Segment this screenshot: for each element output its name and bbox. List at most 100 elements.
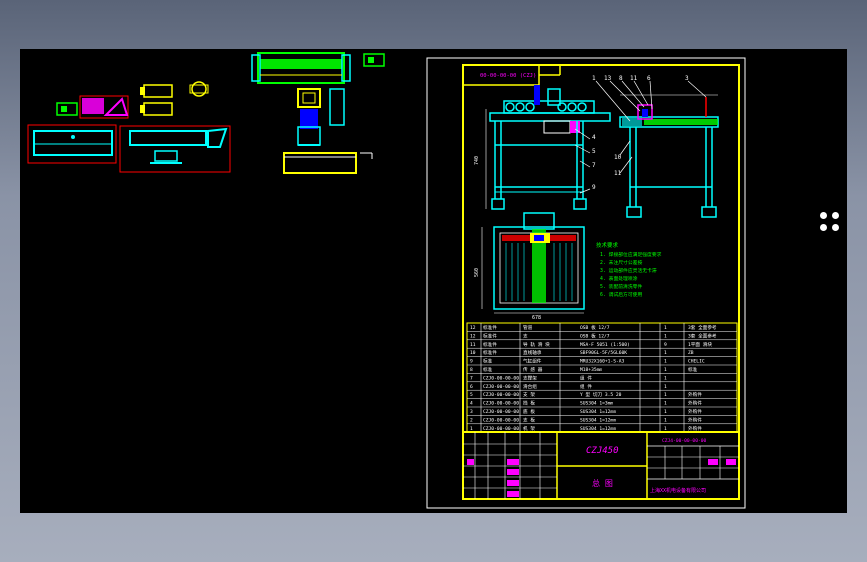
bom-cell-name: 气缸组件 [523, 358, 542, 365]
bom-cell-name: 滑台组 [523, 383, 537, 390]
bom-cell-name: 支 [523, 332, 528, 339]
notes-heading: 技术要求 [596, 241, 619, 249]
part-conveyor-topview [251, 52, 385, 84]
bom-cell-qty: 1 [664, 409, 667, 415]
bom-cell-qty: 1 [664, 384, 667, 390]
bom-cell-spec: MSA-F 5051 (1:500) [580, 342, 630, 348]
bom-cell-spec: Y 型 切刀 3.5 20 [580, 391, 622, 398]
bom-cell-code: 标准件 [483, 341, 497, 348]
bom-cell-spec: OSB 板 12/7 [580, 324, 610, 331]
bom-cell-code: CZJ0-00-00-00 [483, 409, 519, 415]
bom-cell-note: 3套 全面参考 [688, 324, 717, 331]
bom-cell-qty: 1 [664, 392, 667, 398]
part-yellow-brackets [140, 81, 209, 116]
bom-cell-no: 1 [470, 426, 473, 432]
bom-cell-note: 外购件 [688, 391, 702, 398]
bom-cell-spec: SBF90GL-5F/5GL60K [580, 350, 627, 356]
bom-cell-note: 外购件 [688, 408, 702, 415]
bom-cell-no: 10 [470, 350, 476, 356]
bom-cell-name: 传 感 器 [523, 366, 543, 373]
bom-cell-code: CZJ0-00-00-00 [483, 392, 519, 398]
bom-cell-spec: MRU32X160+1-S-A3 [580, 359, 624, 365]
balloon-label: 7 [592, 162, 596, 169]
bom-cell-qty: 1 [664, 325, 667, 331]
bom-cell-qty: 1 [664, 350, 667, 356]
title-model: CZJ450 [586, 446, 619, 456]
cad-drawing-viewport[interactable]: 00-00-00-00 (CZJ) 7 [20, 49, 847, 513]
title-company: 上海XX机电设备有限公司 [650, 487, 706, 494]
bom-cell-spec: SUS304 1=3mm [580, 401, 613, 407]
cad-canvas[interactable]: 00-00-00-00 (CZJ) 7 [20, 49, 847, 513]
note-line: 6. 调试后方可使用 [600, 291, 642, 298]
part-magenta-blocks [79, 95, 129, 119]
bom-cell-no: 6 [470, 384, 473, 390]
bom-cell-qty: 1 [664, 426, 667, 432]
bom-cell-no: 7 [470, 375, 473, 381]
bom-cell-code: 标准件 [483, 332, 497, 339]
title-block: CZJ450 总 图 CZJ4-00-00-00-00 上海XX机电设备有限公司 [462, 431, 740, 500]
balloon-leaders [574, 80, 707, 194]
bom-cell-code: CZJ0-00-00-00 [483, 417, 519, 423]
navigation-wheel-icon[interactable] [820, 212, 842, 234]
bom-cell-spec: SUS304 1=12mm [580, 426, 616, 432]
side-view [619, 94, 719, 218]
balloon-label: 11 [630, 75, 638, 82]
bom-cell-qty: 1 [664, 333, 667, 339]
dim-width-plan: 678 [532, 315, 541, 321]
dim-height: 740 [474, 156, 480, 165]
bom-cell-note: 外购件 [688, 416, 702, 423]
front-view: 740 [474, 85, 611, 210]
bom-cell-name: 导 轨 滑 块 [523, 341, 550, 348]
bom-cell-no: 5 [470, 392, 473, 398]
bom-cell-code: 标准件 [483, 349, 497, 356]
balloon-label: 10 [614, 154, 622, 161]
balloon-label: 9 [592, 184, 596, 191]
bom-cell-code: 标准 [483, 366, 493, 373]
part-plate-view-1 [27, 124, 117, 164]
bom-cell-qty: 1 [664, 417, 667, 423]
dim-depth: 560 [474, 268, 480, 277]
note-line: 3. 运动部件应灵活无卡滞 [600, 267, 657, 274]
bom-cell-name: 挡 板 [523, 400, 535, 407]
note-line: 2. 未注尺寸公差按 [600, 259, 642, 266]
bom-cell-code: 标准件 [483, 324, 497, 331]
bom-cell-spec: SUS304 1=12mm [580, 417, 616, 423]
balloon-label: 11 [614, 170, 622, 177]
bom-cell-spec: M18+35mm [580, 367, 602, 373]
bom-cell-no: 4 [470, 401, 473, 407]
balloon-label: 1 [592, 75, 596, 82]
bom-cell-no: 12 [470, 325, 476, 331]
balloon-label: 8 [619, 75, 623, 82]
bom-cell-qty: 1 [664, 359, 667, 365]
bom-cell-no: 11 [470, 342, 476, 348]
bom-cell-no: 12 [470, 333, 476, 339]
bom-cell-name: 直线轴承 [523, 349, 542, 356]
note-line: 1. 焊接部位应满足强度要求 [600, 251, 662, 258]
bom-cell-qty: 1 [664, 401, 667, 407]
bom-cell-name: 底 板 [523, 408, 535, 415]
technical-notes: 技术要求 1. 焊接部位应满足强度要求 2. 未注尺寸公差按 3. 运动部件应灵… [596, 241, 662, 298]
note-line: 5. 装配前清洗零件 [600, 283, 642, 290]
drawing-sheet[interactable]: 00-00-00-00 (CZJ) 7 [426, 57, 746, 509]
bom-cell-note: 3套 全面参考 [688, 332, 717, 339]
bom-cell-qty: 9 [664, 342, 667, 348]
balloon-label: 6 [647, 75, 651, 82]
bom-cell-no: 8 [470, 367, 473, 373]
bom-cell-name: 支 板 [523, 416, 535, 423]
title-drawing-no: CZJ4-00-00-00-00 [662, 438, 706, 444]
bom-cell-no: 9 [470, 359, 473, 365]
bom-cell-qty: 1 [664, 375, 667, 381]
balloon-label: 13 [604, 75, 612, 82]
bom-cell-code: 标准 [483, 358, 493, 365]
bom-cell-note: 外购件 [688, 400, 702, 407]
bom-cell-qty: 1 [664, 367, 667, 373]
plan-view: 678 560 [474, 212, 585, 321]
bom-cell-spec: OSB 板 12/7 [580, 332, 610, 339]
bom-cell-code: CZJ0-00-00-00 [483, 426, 519, 432]
bom-cell-name: 支 架 [523, 391, 535, 398]
bom-cell-note: 标准 [688, 366, 698, 373]
part-clip-green-small [56, 102, 78, 116]
bom-cell-spec: 组 件 [580, 374, 592, 381]
bom-cell-spec: 组 件 [580, 383, 592, 390]
